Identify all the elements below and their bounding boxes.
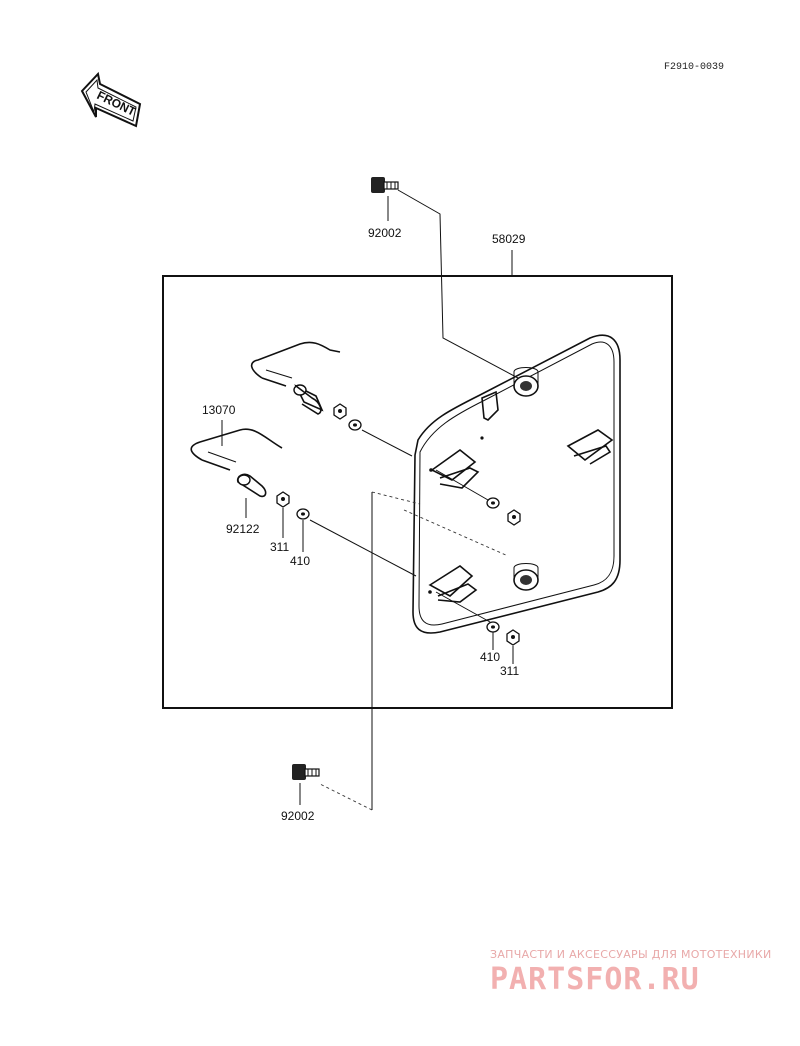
bolt-top-route	[397, 189, 519, 379]
label-washer-left: 410	[290, 554, 310, 568]
bolt-bottom-icon	[292, 764, 320, 780]
label-rod: 13070	[202, 403, 236, 417]
label-collar: 92122	[226, 522, 260, 536]
label-bolt-bottom: 92002	[281, 809, 315, 823]
label-nut-left: 311	[270, 540, 289, 554]
label-nut-right: 311	[500, 664, 519, 678]
bolt-top-icon	[371, 177, 399, 193]
center-line-upper	[371, 491, 421, 505]
nut-right-icon	[506, 629, 520, 646]
bracket-plate	[412, 334, 621, 634]
collar-lower-icon	[236, 473, 267, 498]
nut-left-icon	[276, 491, 290, 508]
washer-right-upper-icon	[486, 497, 500, 509]
washer-right-icon	[486, 621, 500, 633]
rod-lower	[190, 428, 283, 471]
nut-right-upper-icon	[507, 509, 521, 526]
label-bolt-top: 92002	[368, 226, 402, 240]
nut-upper-icon	[333, 403, 347, 420]
label-bracket: 58029	[492, 232, 526, 246]
watermark-logo: PARTSFOR.RU	[490, 962, 700, 997]
diagram-code: F2910-0039	[664, 62, 724, 73]
label-washer-right: 410	[480, 650, 500, 664]
watermark-tagline: ЗАПЧАСТИ И АКСЕССУАРЫ ДЛЯ МОТОТЕХНИКИ	[490, 948, 772, 961]
washer-upper-icon	[348, 419, 362, 431]
collar-upper-icon	[293, 384, 324, 415]
washer-left-icon	[296, 508, 310, 520]
rod-upper	[250, 341, 341, 387]
front-arrow-icon: FRONT	[80, 71, 142, 128]
assembly-frame	[162, 275, 673, 709]
